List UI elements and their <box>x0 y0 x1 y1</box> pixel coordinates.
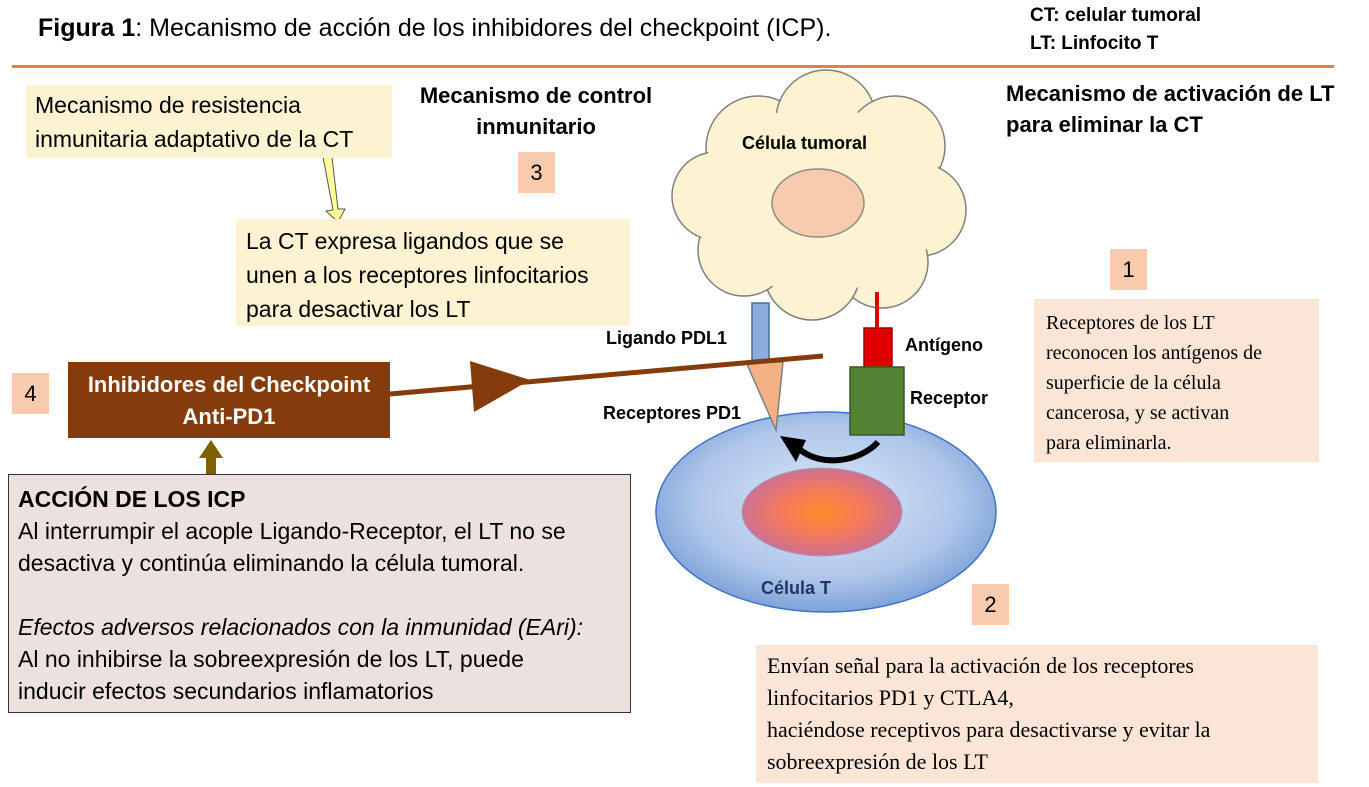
t-cell-nucleus <box>741 467 903 557</box>
olive-arrowhead <box>199 440 223 458</box>
control-heading: Mecanismo de control inmunitario <box>413 80 659 142</box>
ligands-line3: para desactivar los LT <box>246 296 471 322</box>
resistance-line2: inmunitaria adaptativo de la CT <box>35 126 354 152</box>
signal-line3: haciéndose receptivos para desactivarse … <box>767 717 1211 742</box>
inhibitor-line <box>389 353 824 397</box>
recognize-line1: Receptores de los LT <box>1046 312 1215 334</box>
ligands-line2: unen a los receptores linfocitarios <box>246 262 589 288</box>
activation-heading: Mecanismo de activación de LT para elimi… <box>1006 78 1334 140</box>
activation-heading-line1: Mecanismo de activación de LT <box>1006 81 1335 106</box>
inhibitor-arrowhead <box>470 361 530 412</box>
inhibitors-line2: Anti-PD1 <box>182 404 276 429</box>
inhibitors-box: Inhibidores del Checkpoint Anti-PD1 <box>68 362 390 438</box>
abbreviation-legend: CT: celular tumoral LT: Linfocito T <box>1030 2 1201 58</box>
step-number-2: 2 <box>972 584 1009 625</box>
yellow-down-arrow <box>322 156 346 223</box>
antigen <box>863 327 893 369</box>
signal-line4: sobreexpresión de los LT <box>767 749 988 774</box>
receptors-recognize-box: Receptores de los LT reconocen los antíg… <box>1034 299 1319 462</box>
tumor-nucleus <box>771 168 865 238</box>
icp-spacer <box>18 579 621 611</box>
signal-line2: linfocitarios PD1 y CTLA4, <box>767 685 1014 710</box>
step-number-4: 4 <box>12 373 49 414</box>
inhibitors-line1: Inhibidores del Checkpoint <box>87 372 371 397</box>
figure-label: Figura 1 <box>38 14 136 42</box>
ligands-box: La CT expresa ligandos que se unen a los… <box>236 219 630 326</box>
tumor-cell <box>671 69 967 321</box>
figure-title: Figura 1: Mecanismo de acción de los inh… <box>38 14 831 43</box>
figure-caption: : Mecanismo de acción de los inhibidores… <box>135 14 832 42</box>
adverse-effects-line1: Al no inhibirse la sobreexpresión de los… <box>18 646 524 672</box>
signal-line1: Envían señal para la activación de los r… <box>767 653 1194 678</box>
adverse-effects-title: Efectos adversos relacionados con la inm… <box>18 614 584 640</box>
receptor <box>849 366 905 436</box>
pd1-label: Receptores PD1 <box>603 403 741 423</box>
t-cell <box>655 411 997 613</box>
step-number-3: 3 <box>518 152 555 193</box>
activation-heading-line2: para eliminar la CT <box>1006 112 1203 137</box>
legend-ct: CT: celular tumoral <box>1030 5 1202 26</box>
recognize-line3: superficie de la célula <box>1046 372 1221 394</box>
signal-box: Envían señal para la activación de los r… <box>756 645 1318 783</box>
step-number-1: 1 <box>1110 249 1147 290</box>
signal-arrowhead <box>780 436 806 462</box>
receptor-label: Receptor <box>910 388 988 408</box>
icp-action-title: ACCIÓN DE LOS ICP <box>18 486 246 512</box>
control-heading-line2: inmunitario <box>476 114 596 139</box>
recognize-line5: para eliminarla. <box>1046 432 1172 454</box>
adverse-effects-line2: inducir efectos secundarios inflamatorio… <box>18 678 434 704</box>
icp-action-line2: desactiva y continúa eliminando la célul… <box>18 550 525 576</box>
title-divider <box>12 65 1334 68</box>
legend-lt: LT: Linfocito T <box>1030 33 1159 54</box>
icp-action-box: ACCIÓN DE LOS ICP Al interrumpir el acop… <box>8 474 631 713</box>
resistance-box: Mecanismo de resistencia inmunitaria ada… <box>26 85 392 158</box>
ligand-label: Ligando PDL1 <box>606 328 727 348</box>
icp-action-line1: Al interrumpir el acople Ligando-Recepto… <box>18 518 566 544</box>
t-cell-label: Célula T <box>761 578 831 598</box>
control-heading-line1: Mecanismo de control <box>419 83 653 108</box>
recognize-line2: reconocen los antígenos de <box>1046 342 1263 364</box>
ligands-line1: La CT expresa ligandos que se <box>246 228 564 254</box>
tumor-cell-label: Célula tumoral <box>742 133 867 153</box>
antigen-label: Antígeno <box>905 335 983 355</box>
signal-curve <box>795 439 881 464</box>
olive-arrow-shaft <box>206 456 216 476</box>
recognize-line4: cancerosa, y se activan <box>1046 402 1230 424</box>
resistance-line1: Mecanismo de resistencia <box>35 92 301 118</box>
